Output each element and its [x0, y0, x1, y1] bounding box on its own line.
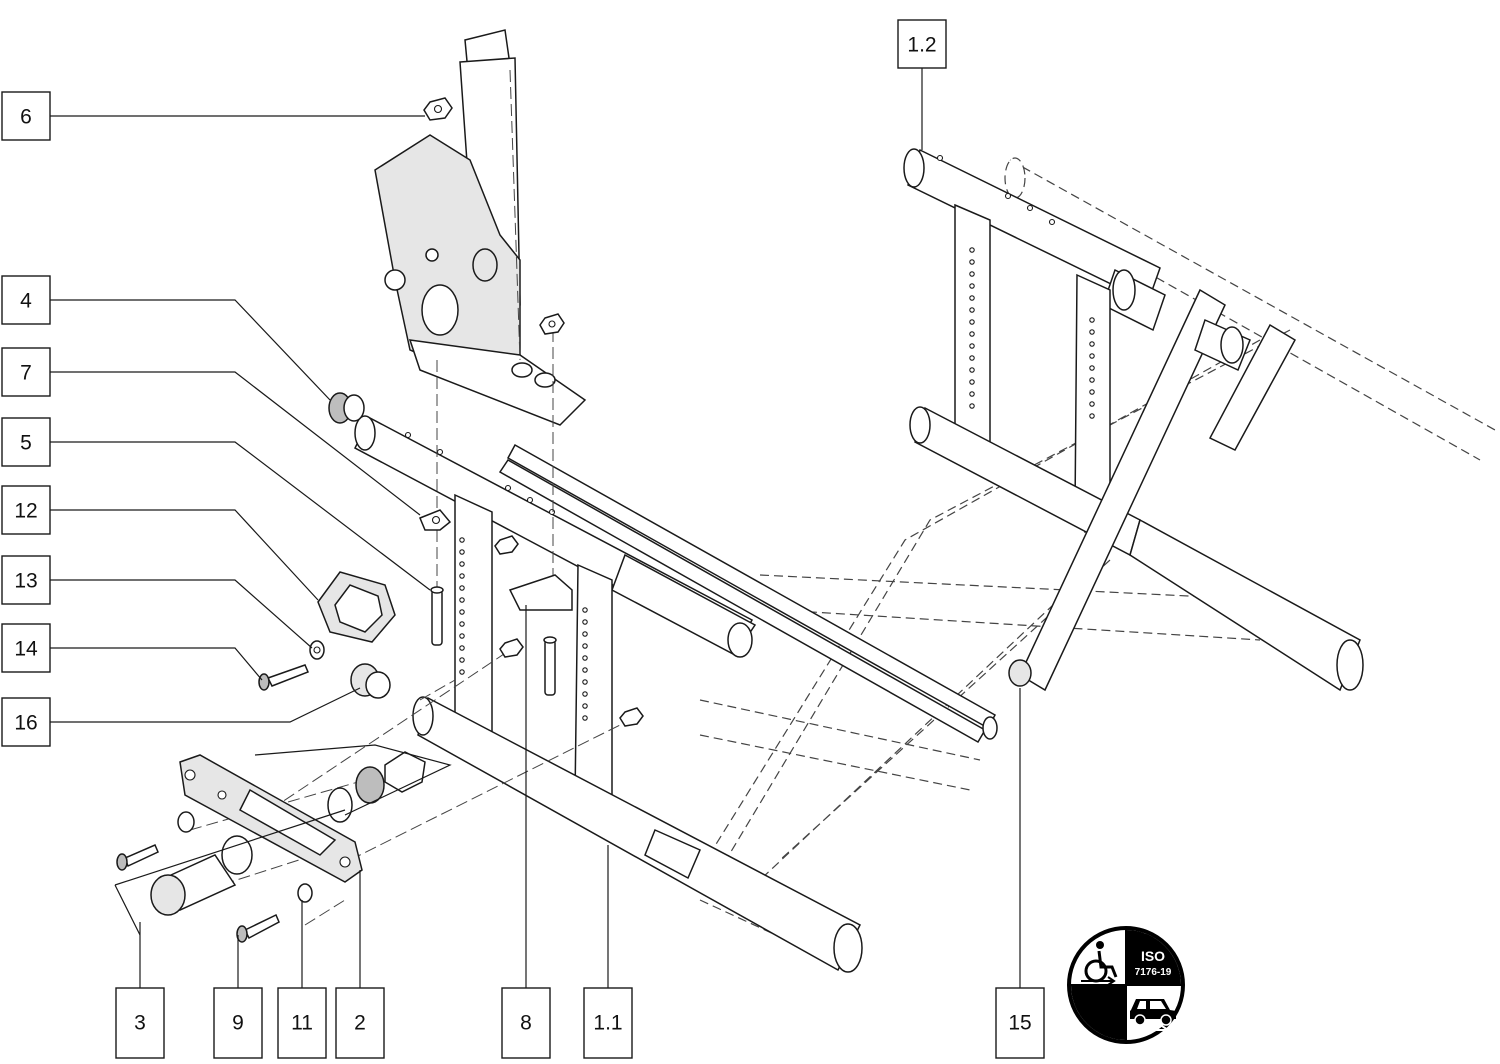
- callout-4: 4: [1, 275, 51, 325]
- svg-text:5: 5: [20, 432, 32, 455]
- bolt-part-9: [243, 913, 280, 940]
- callout-8: 8: [501, 987, 551, 1059]
- rear-upright-holes: [969, 247, 1095, 419]
- svg-text:6: 6: [20, 106, 32, 129]
- callout-3: 3: [115, 987, 165, 1059]
- plug-part-16: [350, 663, 391, 699]
- leader-lines: [50, 67, 1021, 988]
- svg-text:11: 11: [291, 1012, 313, 1035]
- clamp-part-8: [508, 574, 573, 696]
- backrest-bracket: [374, 29, 587, 426]
- callout-6: 6: [1, 91, 51, 141]
- callout-5: 5: [1, 417, 51, 467]
- callout-2: 2: [335, 987, 385, 1059]
- svg-text:12: 12: [14, 500, 37, 523]
- car-icon: [1130, 999, 1176, 1035]
- screw-part-14: [258, 664, 309, 691]
- svg-text:16: 16: [14, 712, 37, 735]
- rear-frame: [903, 148, 1364, 692]
- svg-text:8: 8: [520, 1012, 532, 1035]
- callout-11: 11: [277, 987, 327, 1059]
- front-frame: [354, 415, 998, 973]
- svg-text:1.2: 1.2: [907, 34, 936, 57]
- cap-part-15: [1008, 659, 1032, 687]
- front-upright-holes: [459, 537, 588, 721]
- callout-12: 12: [1, 485, 51, 535]
- callout-1-1: 1.1: [583, 987, 633, 1059]
- svg-text:1.1: 1.1: [593, 1012, 622, 1035]
- callout-1-2: 1.2: [897, 19, 947, 69]
- plug-part-4: [328, 392, 365, 424]
- callout-9: 9: [213, 987, 263, 1059]
- plate-part-12: [317, 571, 396, 643]
- svg-text:13: 13: [14, 570, 37, 593]
- badge-iso-label: ISO: [1141, 948, 1165, 964]
- callout-7: 7: [1, 347, 51, 397]
- svg-text:7: 7: [20, 362, 32, 385]
- svg-text:15: 15: [1008, 1012, 1031, 1035]
- spacer-part-3: [150, 835, 253, 916]
- badge-standard-number: 7176-19: [1135, 967, 1172, 978]
- svg-text:2: 2: [354, 1012, 366, 1035]
- callout-14: 14: [1, 623, 51, 673]
- svg-text:3: 3: [134, 1012, 146, 1035]
- svg-text:4: 4: [20, 290, 32, 313]
- washer-part-11: [297, 883, 313, 903]
- iso-7176-19-badge: ISO 7176-19: [1067, 926, 1185, 1044]
- callout-13: 13: [1, 555, 51, 605]
- wheelchair-icon: [1081, 941, 1118, 986]
- svg-text:9: 9: [232, 1012, 244, 1035]
- caster-arm-assembly: [114, 744, 452, 943]
- bolt-part-5: [430, 586, 444, 646]
- small-parts: [258, 97, 1032, 727]
- callout-16: 16: [1, 697, 51, 747]
- callout-15: 15: [995, 987, 1045, 1059]
- svg-text:14: 14: [14, 638, 38, 661]
